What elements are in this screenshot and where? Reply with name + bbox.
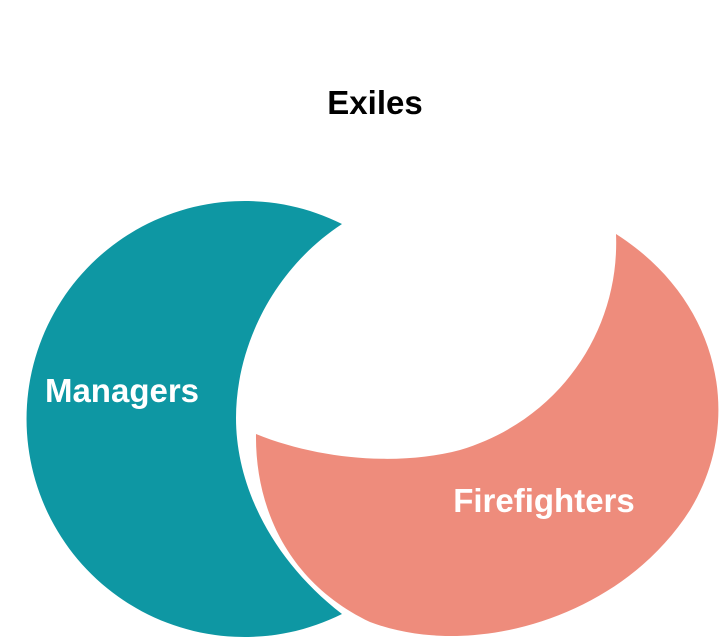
exiles-label: Exiles	[327, 84, 422, 121]
firefighters-label: Firefighters	[453, 482, 635, 519]
managers-crescent	[26, 200, 342, 637]
firefighters-crescent	[255, 234, 719, 637]
managers-label: Managers	[45, 372, 199, 409]
